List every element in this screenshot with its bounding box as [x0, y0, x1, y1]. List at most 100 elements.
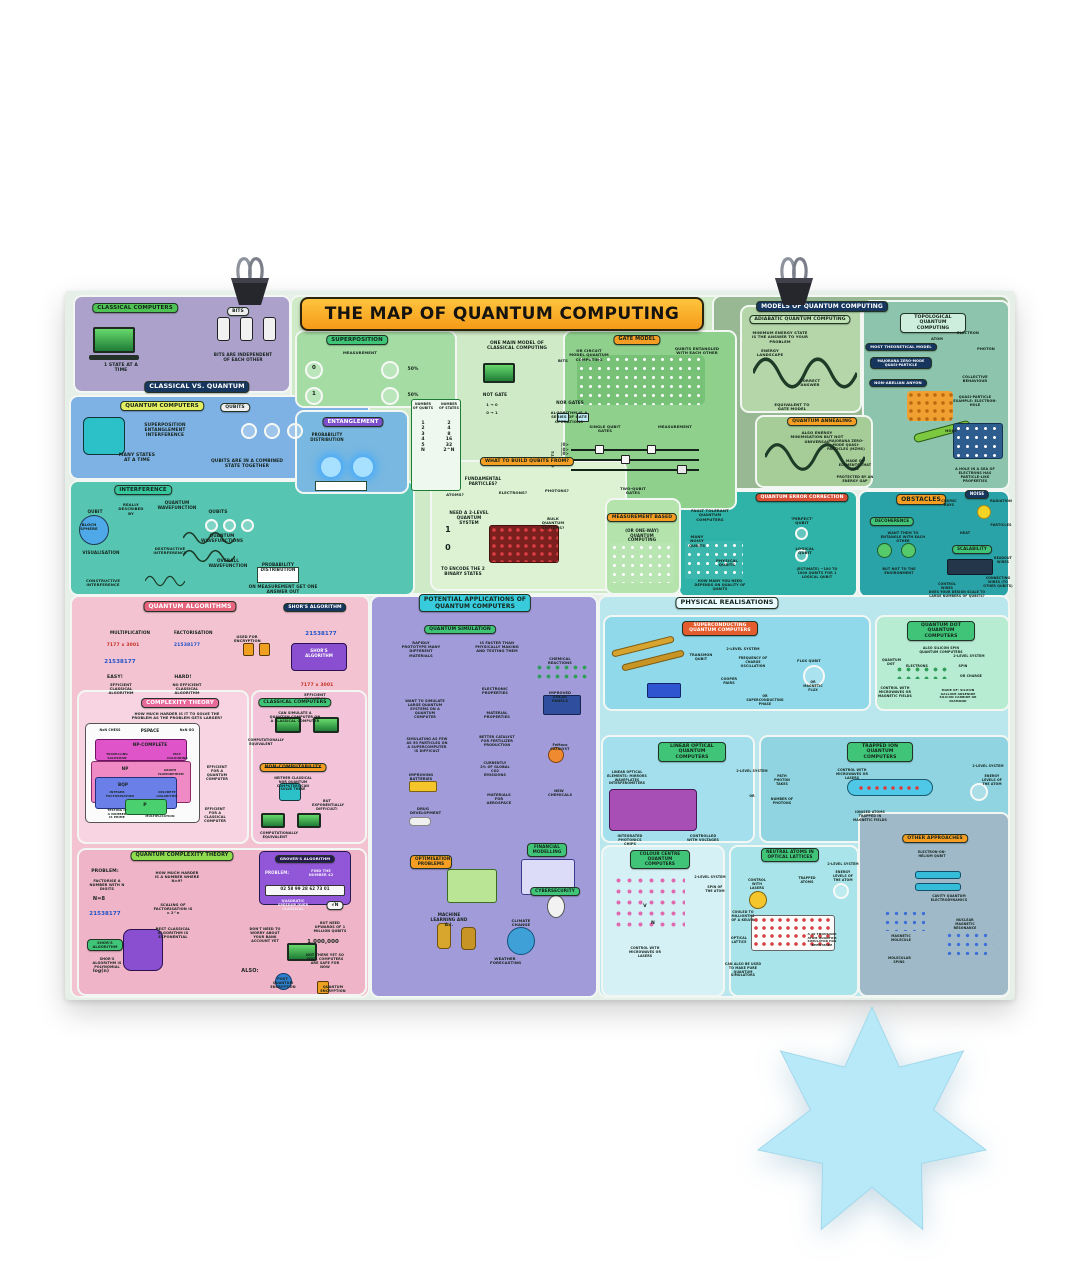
box-shape [577, 413, 589, 422]
label: OR SUPERCONDUCTING PHASE [746, 694, 784, 706]
circle-shape [79, 515, 109, 545]
label: EFFICIENT CLASSICAL ALGORITHM [108, 683, 134, 696]
label: CONTROL WITH MICROWAVES OR MAGNETIC FIEL… [878, 686, 912, 698]
box-shape [947, 559, 993, 575]
label: CLASSICAL COMPUTERS [92, 303, 178, 314]
wave-shape [145, 575, 185, 587]
label: QUANTUM DOT [882, 658, 901, 666]
label: NUMBER OF PHOTONS [770, 797, 794, 805]
box-shape [543, 695, 581, 715]
label: ATOM [931, 337, 943, 341]
label: BITS ARE INDEPENDENT OF EACH OTHER [213, 352, 273, 362]
label: QUANTUM ANNEALING [787, 417, 857, 427]
label: QUANTUM COMPUTERS [120, 401, 204, 412]
label: BEST CLASSICAL ALGORITHM IS EXPONENTIAL [155, 927, 191, 940]
box-shape [83, 417, 125, 455]
label: NOT GATE [482, 392, 508, 397]
label: DECOHERENCE [869, 517, 915, 526]
label: ADIABATIC QUANTUM COMPUTING [749, 315, 851, 325]
label: NON-ABELIAN ANYON [869, 379, 927, 388]
label: MAJORANA ZERO-MODE QUASI-PARTICLES (MZMS… [827, 439, 865, 452]
label: 2-LEVEL SYSTEM [736, 769, 768, 773]
dotsb-shape [883, 909, 925, 931]
label: BETTER CATALYST FOR FERTILIZER PRODUCTIO… [479, 735, 515, 748]
label: ENTANGLEMENT [322, 417, 384, 428]
ring-shape [381, 387, 399, 405]
label: BUT NEED UPWARDS OF 1 MILLION QUBITS [313, 921, 347, 934]
label: MAJORANA ZERO-MODE QUASI-PARTICLE [870, 357, 932, 370]
label: DRUG DEVELOPMENT [410, 807, 442, 816]
ring-shape [241, 423, 257, 439]
label: ALGORITHM IS A SERIES OF GATE OPERATIONS [550, 410, 588, 424]
label: SPIN OF THE ATOM [705, 885, 725, 893]
label: BITS [557, 358, 569, 363]
label: CAN SIMULATE A QUANTUM COMPUTER ON A CLA… [269, 711, 321, 724]
label: INTERFERENCE [114, 485, 172, 496]
label: TRAVELLING SALESMAN [106, 752, 128, 760]
label: COMPLEXITY THEORY [141, 698, 219, 709]
label: NEW CHEMICALS [548, 789, 573, 798]
label: TWO-QUBIT GATES [620, 486, 646, 496]
label: FeMoco CATALYST [550, 743, 570, 752]
label: WHAT TO BUILD QUBITS FROM? [479, 457, 575, 467]
label: √N [326, 901, 344, 911]
label: FAULT TOLERANT QUANTUM COMPUTERS [691, 508, 729, 522]
label: CLIMATE CHANGE [511, 918, 531, 928]
label: EASY! [107, 675, 123, 680]
circle-shape [749, 891, 767, 909]
label: ENERGY LANDSCAPE [756, 348, 784, 358]
poster-title: THE MAP OF QUANTUM COMPUTING [300, 297, 704, 331]
label: CAN ALSO BE USED TO MAKE PURE QUANTUM SI… [724, 962, 762, 978]
ring-shape [305, 361, 323, 379]
label: QUANTUM COMPLEXITY THEORY [130, 851, 234, 861]
label: NP [121, 766, 129, 771]
label: RAPIDLY PROTOTYPE MANY DIFFERENT MATERIA… [401, 641, 441, 658]
dotsw-shape [685, 541, 743, 579]
dotsw-shape [577, 355, 705, 405]
screen-shape [93, 327, 135, 353]
label: 0 [312, 365, 316, 371]
box-shape [647, 445, 656, 454]
box-shape [447, 869, 497, 903]
label: PHOTONS? [545, 488, 569, 493]
label: NUCLEAR MAGNETIC RESONANCE [953, 918, 977, 930]
label: VISUALISATION [82, 550, 120, 555]
label: NEITHER CLASSICAL NOR QUANTUM COMPUTERS … [274, 776, 312, 792]
label: EFFICIENT FOR A CLASSICAL COMPUTER [203, 807, 227, 824]
dotsw-shape [953, 423, 1003, 459]
label: NUMBER OF QUBITS [412, 402, 434, 410]
dotsr-shape [489, 525, 559, 563]
label: QUBITS [220, 403, 250, 413]
dotsg-shape [895, 665, 951, 679]
label: LINEAR OPTICAL ELEMENTS: MIRRORS WAVEPLA… [607, 770, 647, 786]
wave-shape [183, 549, 235, 563]
label: BUT EXPONENTIALLY DIFFICULT! [312, 799, 345, 812]
label: MINIMUM ENERGY STATE IS THE ANSWER TO YO… [751, 330, 809, 344]
label: 50% [407, 367, 419, 372]
label: N [651, 921, 655, 926]
label: 1 [445, 525, 451, 534]
label: 02 58 99 28 62 73 01 [280, 886, 330, 891]
dotsr-shape [857, 784, 923, 791]
label: SINGLE QUBIT GATES [589, 424, 621, 434]
label: 2-LEVEL SYSTEM [726, 647, 760, 651]
label: FINANCIAL MODELLING [527, 843, 567, 857]
label: COMPUTATIONALLY EQUIVALENT [248, 738, 284, 746]
label: DOES YOUR DESIGN SCALE TO LARGE NUMBERS … [928, 590, 986, 598]
ring-shape [970, 783, 988, 801]
box-shape [411, 399, 461, 491]
label: 1 STATE AT A TIME [104, 363, 138, 374]
ring-shape [795, 527, 808, 540]
label: MADE OF ELEMENTS THAT ARE [838, 459, 872, 472]
ring-shape [795, 549, 808, 562]
box-shape [595, 445, 604, 454]
label: NOR GATES [556, 400, 584, 405]
label: QUANTUM WAVEFUNCTIONS [200, 533, 244, 543]
label: ALSO ENERGY MINIMISATION BUT NOT UNIVERS… [790, 430, 844, 444]
label: MOST THEORETICAL MODEL [865, 343, 937, 352]
label: USED FOR ENCRYPTION [234, 635, 261, 644]
box-shape [915, 871, 961, 879]
wave-shape [183, 531, 235, 545]
label: DESTRUCTIVE INTERFERENCE [153, 546, 187, 556]
box-shape [915, 883, 961, 891]
